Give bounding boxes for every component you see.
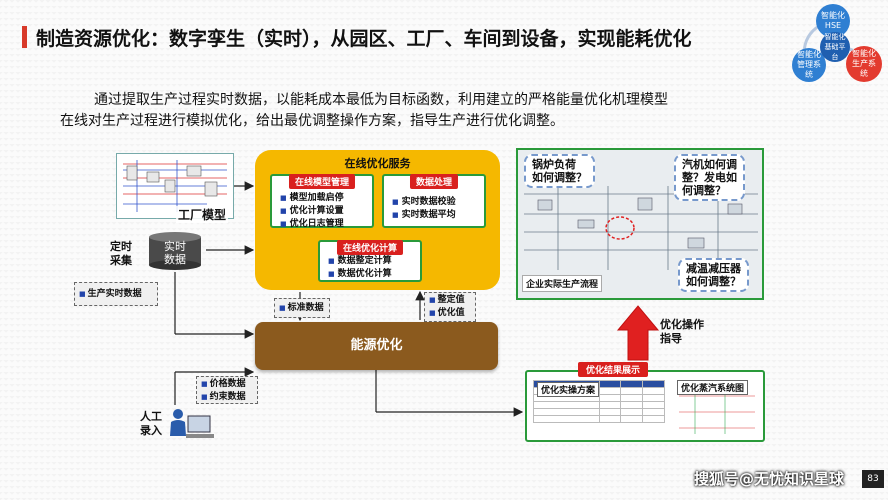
timed-collect-label: 定时 采集 [110, 240, 132, 267]
realtime-db-label: 实时 数据 [164, 240, 186, 266]
callout-reducer: 减温减压器 如何调整？ [678, 258, 749, 292]
setting-value-text: 整定值 [429, 294, 471, 307]
callout-turbine: 汽机如何调 整？发电如 何调整？ [674, 154, 745, 201]
title-accent-bar [22, 26, 27, 48]
steam-system-label: 优化蒸汽系统图 [677, 380, 749, 395]
data-proc-item: 实时数据校验 [392, 196, 456, 209]
logo-circle-base: 智能化基础平台 [820, 32, 850, 62]
prod-realtime-data-box: 生产实时数据 [74, 282, 158, 306]
optimized-value-text: 优化值 [429, 307, 471, 320]
watermark: 搜狐号@无忧知识星球 [694, 470, 845, 488]
constraint-data-text: 约束数据 [201, 391, 253, 404]
logo-cluster: 智能化HSE 智能化管理系统 智能化生产系统 智能化基础平台 [786, 2, 886, 94]
opt-calc-title: 在线优化计算 [336, 240, 404, 255]
opt-plan-label: 优化实操方案 [537, 382, 600, 397]
intro-text: 通过提取生产过程实时数据，以能耗成本最低为目标函数，利用建立的严格能量优化机理模… [60, 90, 820, 132]
result-display: 优化实操方案 优化蒸汽系统图 [525, 370, 765, 442]
model-mgmt-title: 在线模型管理 [288, 174, 356, 189]
factory-model-image [116, 153, 234, 219]
model-mgmt-panel: 在线模型管理 模型加载启停 优化计算设置 优化日志管理 [270, 174, 374, 231]
manual-input-label: 人工 录入 [140, 410, 162, 437]
logo-circle-prod: 智能化生产系统 [846, 46, 882, 82]
energy-optimization-bar: 能源优化 [255, 322, 498, 370]
optimize-guidance-label: 优化操作 指导 [660, 318, 704, 345]
model-mgmt-item: 模型加载启停 [280, 192, 344, 205]
result-display-title: 优化结果展示 [578, 362, 649, 377]
opt-calc-item: 数据优化计算 [328, 268, 392, 281]
production-flow-screenshot: 锅炉负荷 如何调整？ 汽机如何调 整？发电如 何调整？ 减温减压器 如何调整？ … [516, 148, 764, 300]
data-proc-panel: 数据处理 实时数据校验 实时数据平均 [382, 174, 486, 228]
setting-optimized-box: 整定值 优化值 [424, 292, 476, 322]
data-proc-item: 实时数据平均 [392, 209, 456, 222]
page-number: 83 [862, 470, 884, 488]
standard-data-text: 标准数据 [279, 303, 324, 313]
operator-computer-icon [170, 409, 214, 438]
intro-line-2: 在线对生产过程进行模拟优化，给出最优调整操作方案，指导生产进行优化调整。 [60, 113, 564, 129]
production-flow-label: 企业实际生产流程 [522, 275, 603, 292]
price-constraint-box: 价格数据 约束数据 [196, 376, 258, 404]
opt-calc-item: 数据整定计算 [328, 255, 392, 268]
price-data-text: 价格数据 [201, 378, 253, 391]
prod-realtime-data-text: 生产实时数据 [79, 289, 142, 299]
opt-calc-panel: 在线优化计算 数据整定计算 数据优化计算 [318, 240, 422, 282]
page-title: 制造资源优化：数字孪生（实时），从园区、工厂、车间到设备，实现能耗优化 [36, 28, 692, 50]
callout-boiler: 锅炉负荷 如何调整？ [524, 154, 595, 188]
online-opt-service-title: 在线优化服务 [344, 157, 411, 170]
model-mgmt-item: 优化计算设置 [280, 205, 344, 218]
realtime-db-icon [149, 232, 201, 270]
logo-circle-mgmt: 智能化管理系统 [792, 48, 826, 82]
factory-model-label: 工厂模型 [176, 206, 229, 223]
standard-data-box: 标准数据 [274, 298, 330, 318]
model-mgmt-item: 优化日志管理 [280, 218, 344, 231]
data-proc-title: 数据处理 [409, 174, 459, 189]
intro-line-1: 通过提取生产过程实时数据，以能耗成本最低为目标函数，利用建立的严格能量优化机理模… [94, 92, 668, 108]
